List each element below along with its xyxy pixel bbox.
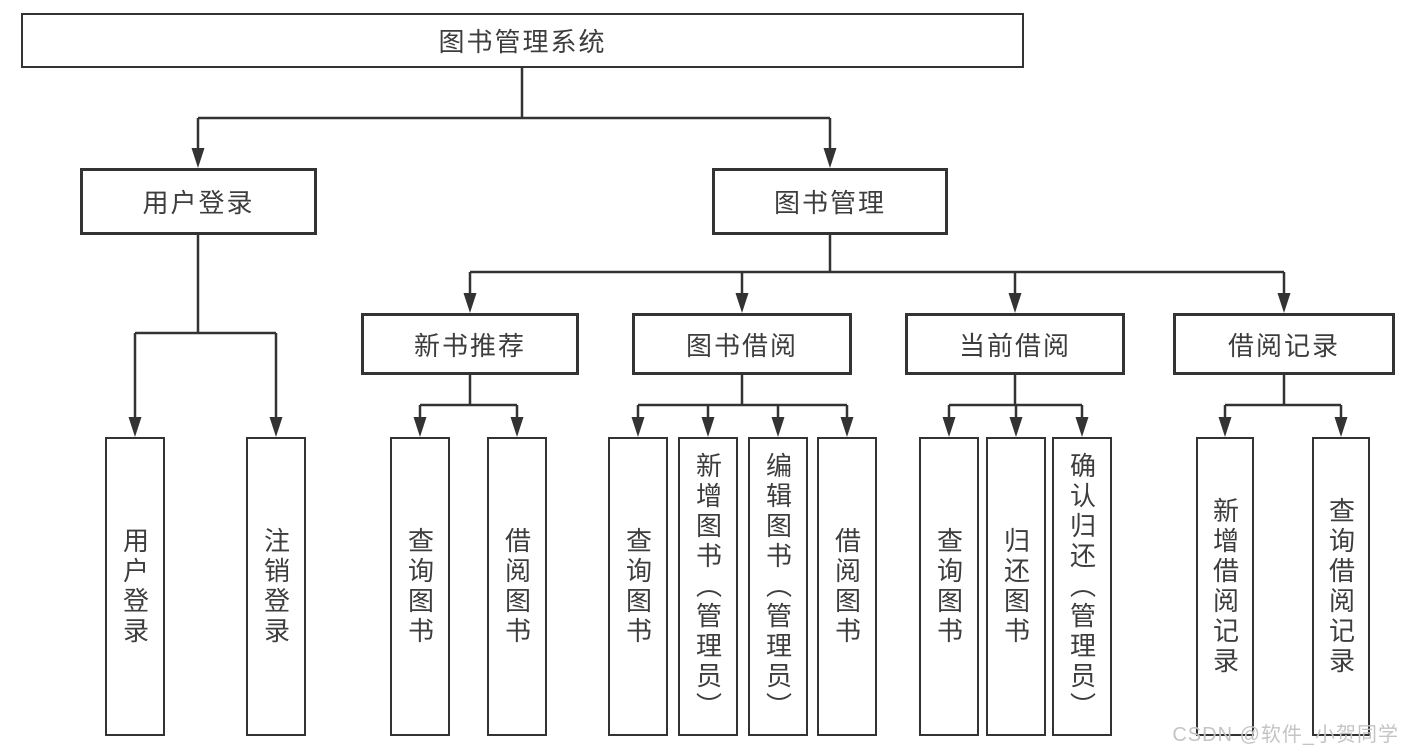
- node-user-login: 用户登录: [80, 168, 317, 235]
- leaf-current-query-books: 查询图书: [919, 437, 979, 736]
- leaf-logout: 注销登录: [246, 437, 306, 736]
- leaf-user-login: 用户登录: [105, 437, 165, 736]
- leaf-records-query-record: 查询借阅记录: [1312, 437, 1370, 736]
- node-new-book-recommend: 新书推荐: [361, 313, 579, 375]
- leaf-current-confirm-return: 确认归还（管理员）: [1052, 437, 1112, 736]
- node-current-borrow: 当前借阅: [905, 313, 1125, 375]
- csdn-watermark: CSDN @软件_小贺同学: [1172, 724, 1399, 746]
- leaf-borrow-add-books: 新增图书（管理员）: [678, 437, 738, 736]
- leaf-records-add-record: 新增借阅记录: [1196, 437, 1254, 736]
- leaf-borrow-edit-books: 编辑图书（管理员）: [748, 437, 808, 736]
- leaf-recommend-query-books: 查询图书: [390, 437, 450, 736]
- leaf-recommend-borrow-books: 借阅图书: [487, 437, 547, 736]
- node-root: 图书管理系统: [21, 13, 1024, 68]
- leaf-borrow-query-books: 查询图书: [608, 437, 668, 736]
- node-borrow-records: 借阅记录: [1173, 313, 1395, 375]
- node-book-management: 图书管理: [712, 168, 948, 235]
- node-book-borrow: 图书借阅: [632, 313, 852, 375]
- leaf-borrow-borrow-books: 借阅图书: [817, 437, 877, 736]
- leaf-current-return-books: 归还图书: [986, 437, 1046, 736]
